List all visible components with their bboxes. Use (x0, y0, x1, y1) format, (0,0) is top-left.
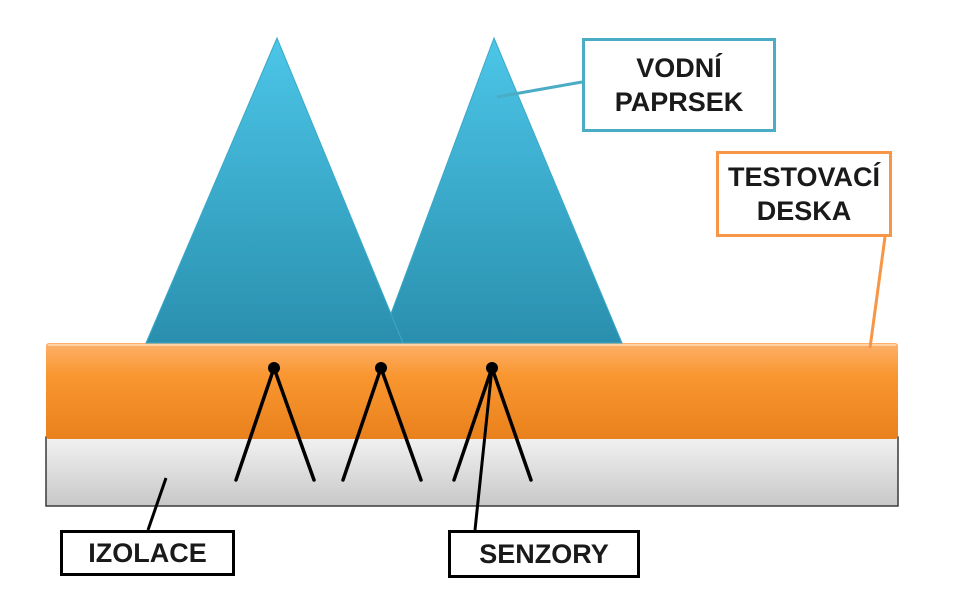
sensors-label: SENZORY (448, 530, 640, 578)
insulation-layer (45, 436, 899, 507)
insulation-label-text: IZOLACE (88, 538, 207, 568)
water-jet-label-line-2: PAPRSEK (614, 87, 744, 117)
sensor-1 (234, 362, 316, 482)
water-jet-label-line-1: VODNÍ (636, 53, 722, 83)
test-plate-label-line-1: TESTOVACÍ (727, 162, 881, 192)
test-plate-leader-line (868, 236, 887, 349)
test-plate-label-line-2: DESKA (756, 196, 852, 226)
sensor-2 (341, 362, 423, 482)
sensors-leader-line (473, 367, 494, 531)
water-jet-cone-right (379, 36, 623, 344)
sensors-label-text: SENZORY (479, 539, 609, 569)
test-plate-label: TESTOVACÍ DESKA (716, 151, 892, 237)
insulation-leader-line (146, 477, 168, 531)
water-jet-leader-line (496, 80, 583, 99)
insulation-label: IZOLACE (60, 530, 235, 576)
water-jet-label: VODNÍ PAPRSEK (582, 38, 776, 132)
water-jet-cone-left (145, 36, 404, 344)
sensor-3 (452, 362, 533, 482)
